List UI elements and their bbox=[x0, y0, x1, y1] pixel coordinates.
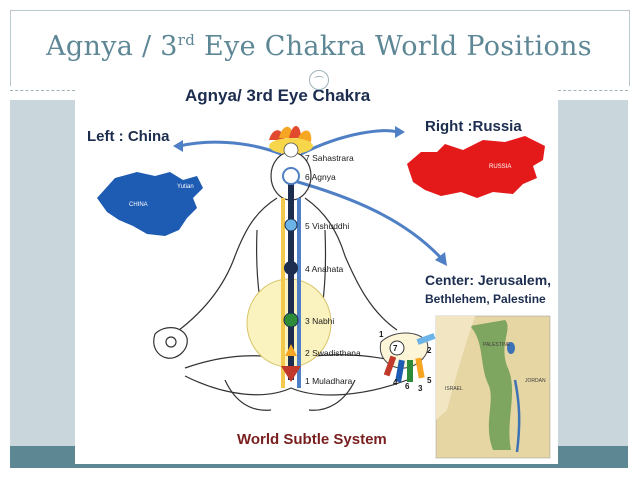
chakra-label: 1 Muladhara bbox=[305, 376, 353, 386]
arrow-center bbox=[290, 178, 443, 260]
russia-map bbox=[407, 136, 545, 198]
nabhi-symbol bbox=[283, 312, 299, 328]
side-panel-left bbox=[10, 100, 76, 446]
muladhara-symbol bbox=[281, 366, 301, 382]
finger-number: 4 bbox=[393, 378, 398, 387]
center-sub-label: Bethlehem, Palestine bbox=[425, 292, 546, 306]
finger-number: 7 bbox=[393, 344, 398, 353]
palestine-map-label: PALESTINE bbox=[483, 342, 511, 348]
side-panel-right bbox=[558, 100, 628, 446]
chakra-label: 4 Anahata bbox=[305, 264, 344, 274]
chakra-label: 6 Agnya bbox=[305, 172, 336, 182]
chakra-label: 5 Vishuddhi bbox=[305, 221, 350, 231]
chakra-picture: Agnya/ 3rd Eye Chakra Left : China Right… bbox=[75, 80, 558, 464]
finger-number: 6 bbox=[405, 382, 410, 391]
finger-number: 5 bbox=[427, 376, 432, 385]
palestine-map-label: JORDAN bbox=[525, 378, 546, 384]
chakra-illustration bbox=[97, 125, 551, 459]
yutian-map-label: Yutian bbox=[177, 184, 194, 190]
agnya-symbol bbox=[282, 167, 300, 185]
swadisthana-symbol bbox=[285, 344, 297, 356]
palestine-map-label: ISRAEL bbox=[445, 386, 463, 392]
title-ornament-icon bbox=[309, 70, 329, 90]
world-subtle-system-label: World Subtle System bbox=[237, 431, 387, 448]
left-china-label: Left : China bbox=[87, 128, 170, 145]
divider-right bbox=[558, 90, 628, 91]
finger-number: 1 bbox=[379, 330, 384, 339]
sahastrara-lotus bbox=[269, 125, 313, 158]
slide-title: Agnya / 3rd Eye Chakra World Positions bbox=[46, 31, 592, 62]
divider-left bbox=[10, 90, 75, 91]
arrow-left bbox=[179, 140, 282, 156]
vishuddhi-symbol bbox=[284, 218, 298, 232]
finger-number: 3 bbox=[418, 384, 423, 393]
right-russia-label: Right :Russia bbox=[425, 118, 522, 135]
chakra-label: 3 Nabhi bbox=[305, 316, 335, 326]
china-map-label: CHINA bbox=[129, 202, 148, 208]
russia-map-label: RUSSIA bbox=[489, 164, 512, 170]
center-label: Center: Jerusalem, bbox=[425, 272, 552, 288]
chakra-label: 2 Swadisthana bbox=[305, 348, 361, 358]
china-map bbox=[97, 172, 203, 236]
arrow-right bbox=[300, 129, 398, 156]
right-hand-diagram bbox=[379, 332, 436, 383]
meditating-figure bbox=[153, 151, 408, 411]
chakra-label: 7 Sahastrara bbox=[305, 153, 354, 163]
anahata-symbol bbox=[284, 261, 298, 275]
finger-number: 2 bbox=[427, 346, 432, 355]
picture-heading: Agnya/ 3rd Eye Chakra bbox=[185, 86, 371, 105]
